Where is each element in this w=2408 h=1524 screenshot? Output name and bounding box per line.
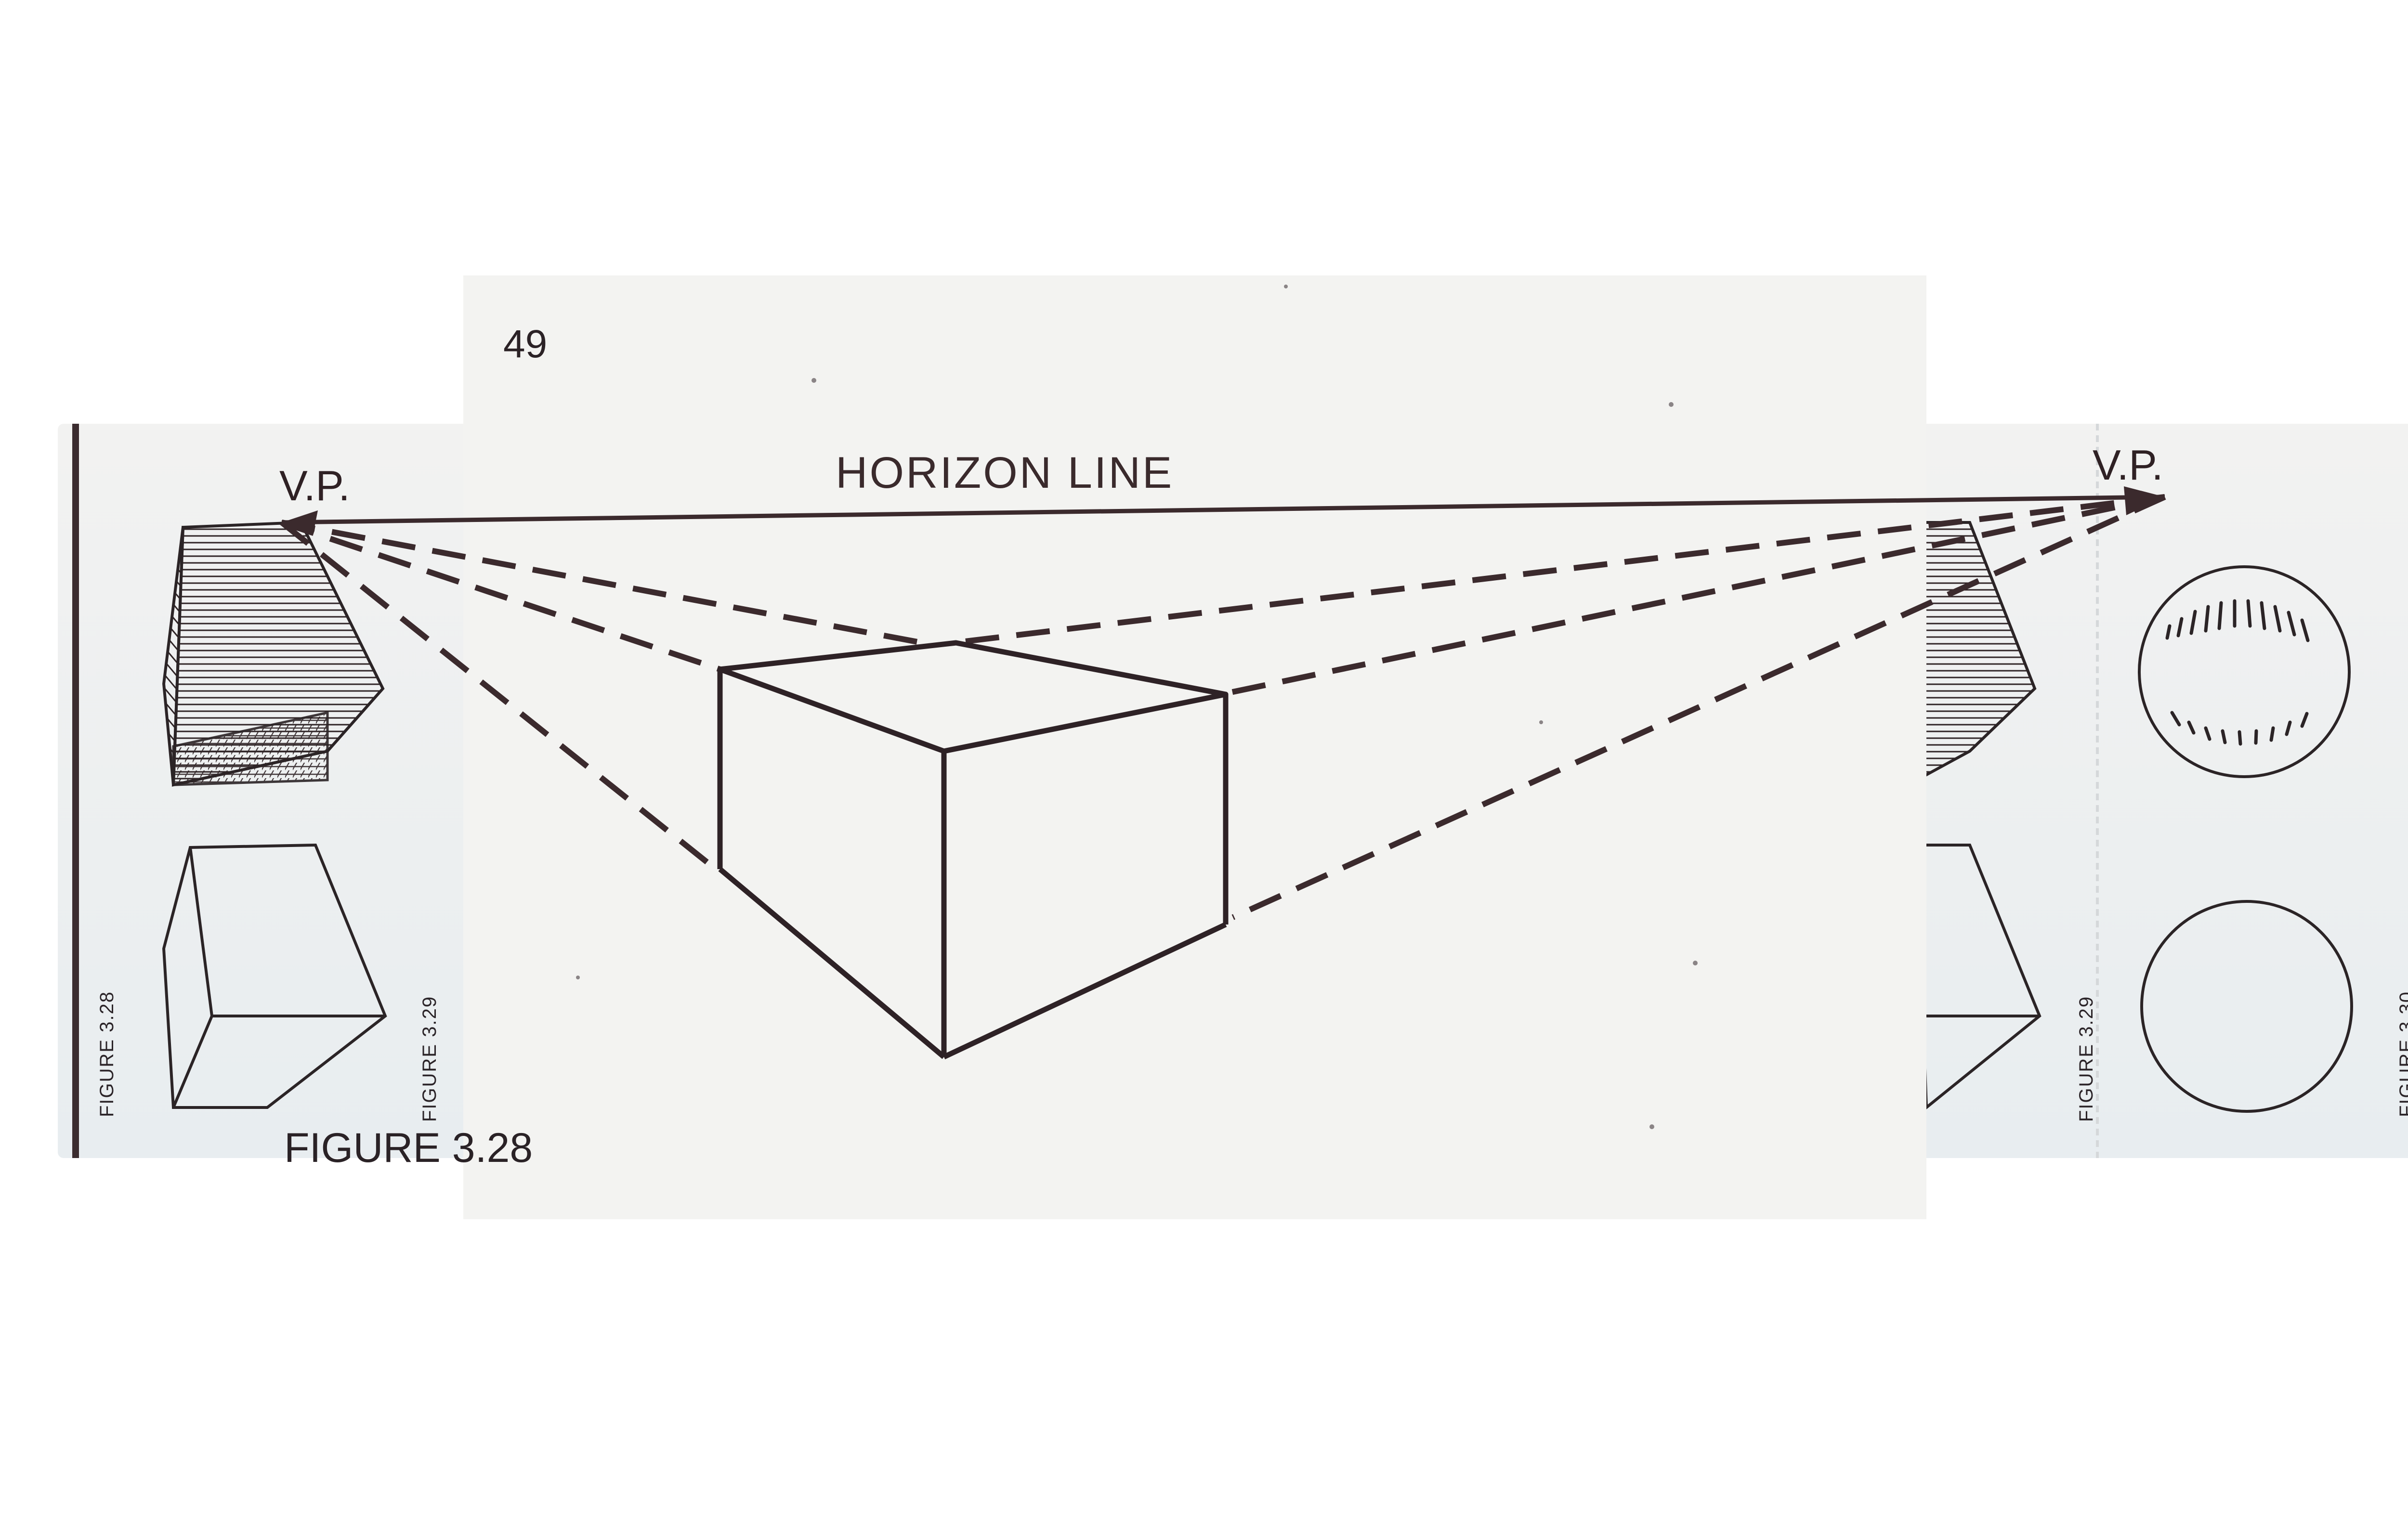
main-page — [463, 275, 1926, 1219]
figure-label-left-2: FIGURE 3.29 — [419, 995, 440, 1122]
projection-lines-right — [960, 494, 2166, 920]
projection-lines-left — [280, 520, 918, 869]
page-number: 49 — [503, 322, 548, 366]
figure-label-right-2: FIGURE 3.30 — [2396, 990, 2408, 1117]
figure-caption-bottom: FIGURE 3.28 — [284, 1125, 533, 1171]
figure-label-right-1: FIGURE 3.29 — [2076, 995, 2097, 1122]
horizon-line — [281, 495, 2165, 525]
vanishing-point-left-label: V.P. — [279, 462, 350, 509]
horizon-line-label: HORIZON LINE — [836, 448, 1174, 497]
figure-label-left-1: FIGURE 3.28 — [96, 990, 118, 1117]
left-side-page — [58, 424, 482, 1158]
vanishing-point-right-label: V.P. — [2093, 441, 2163, 489]
perspective-box — [717, 640, 1229, 1059]
